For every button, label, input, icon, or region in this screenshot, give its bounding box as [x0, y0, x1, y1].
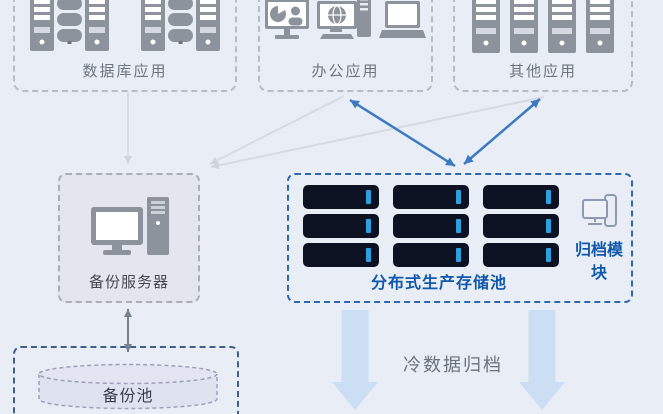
- storage-node: [393, 185, 469, 209]
- storage-node: [483, 185, 559, 209]
- database-apps-icons: [15, 0, 235, 51]
- database-cylinder-icon: [38, 363, 218, 410]
- backup-server-box: 备份服务器: [58, 173, 200, 303]
- storage-node: [303, 243, 379, 267]
- database-stack-icon: [57, 0, 82, 44]
- monitor-chart-user-icon: [265, 0, 309, 39]
- office-apps-icons: [260, 0, 431, 41]
- storage-pool-box: 归档模块 分布式生产存储池: [287, 173, 633, 303]
- storage-pool-label: 分布式生产存储池: [370, 273, 507, 292]
- backup-pool-label: 备份池: [102, 386, 154, 405]
- archive-computer-icon: [582, 194, 617, 227]
- database-apps-group: 数据库应用: [13, 0, 237, 92]
- server-tower-icon: [85, 0, 109, 51]
- storage-node: [483, 243, 559, 267]
- office-to-backup-arrow: [209, 95, 345, 165]
- storage-node: [303, 214, 379, 238]
- cold-archive-label: 冷数据归档: [403, 355, 503, 376]
- database-stack-icon: [168, 0, 193, 44]
- storage-node: [483, 214, 559, 238]
- other-apps-icons: [455, 0, 631, 53]
- office-apps-group: 办公应用: [258, 0, 433, 92]
- server-tower-icon: [141, 0, 165, 51]
- rack-server-icon: [510, 0, 538, 53]
- cold-archive-arrow-right: [519, 310, 565, 410]
- monitor-globe-desktop-icon: [317, 0, 371, 39]
- rack-server-icon: [586, 0, 614, 53]
- storage-node: [393, 243, 469, 267]
- other-apps-label: 其他应用: [508, 62, 577, 80]
- storage-node: [393, 214, 469, 238]
- cold-archive-arrow-left: [332, 310, 378, 410]
- backup-server-label: 备份服务器: [88, 273, 169, 291]
- laptop-icon: [379, 1, 426, 38]
- server-tower-icon: [30, 0, 54, 51]
- server-tower-icon: [196, 0, 220, 51]
- database-apps-label: 数据库应用: [82, 62, 168, 80]
- rack-server-icon: [472, 0, 500, 53]
- storage-node: [303, 185, 379, 209]
- archive-module-label: 归档模块: [575, 240, 624, 283]
- other-to-backup-arrow: [210, 96, 545, 170]
- desktop-computer-icon: [91, 197, 169, 255]
- rack-server-icon: [548, 0, 576, 53]
- backup-pool-box: 备份池: [13, 346, 239, 414]
- other-apps-group: 其他应用: [453, 0, 633, 92]
- storage-node-grid: [303, 185, 559, 267]
- other-to-storage-arrow: [463, 98, 541, 165]
- office-apps-label: 办公应用: [311, 62, 380, 80]
- office-to-storage-arrow: [349, 98, 456, 168]
